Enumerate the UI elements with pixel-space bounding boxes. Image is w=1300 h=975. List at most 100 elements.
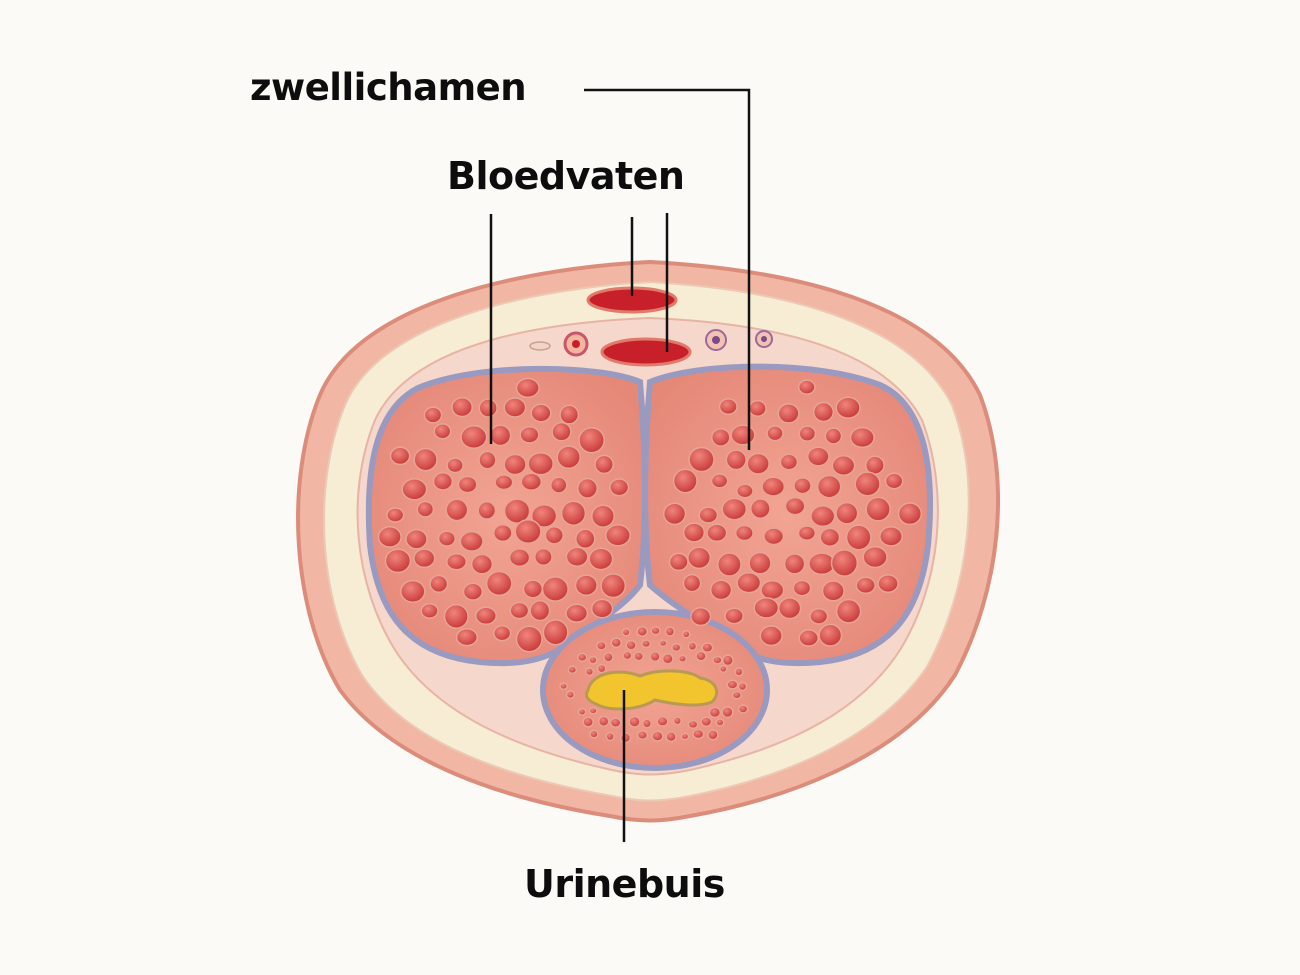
sinusoid xyxy=(460,424,488,450)
sinusoid xyxy=(706,523,728,543)
sinusoid xyxy=(515,377,540,399)
sinusoid xyxy=(567,665,578,675)
sinusoid xyxy=(559,682,568,691)
sinusoid xyxy=(577,707,587,716)
sinusoid xyxy=(687,641,698,652)
sinusoid xyxy=(721,706,734,719)
sinusoid xyxy=(855,576,876,595)
sinusoid xyxy=(589,729,599,739)
sinusoid xyxy=(688,446,715,473)
sinusoid xyxy=(520,472,543,491)
sinusoid xyxy=(700,716,713,727)
sinusoid xyxy=(783,553,806,575)
sinusoid xyxy=(662,502,687,526)
sinusoid xyxy=(514,518,542,545)
sinusoid xyxy=(734,524,754,542)
sinusoid xyxy=(731,690,742,700)
sinusoid xyxy=(530,503,558,528)
sinusoid xyxy=(761,476,786,497)
sinusoid xyxy=(515,625,543,653)
label-bloedvaten: Bloedvaten xyxy=(447,154,685,198)
sinusoid xyxy=(726,679,739,690)
sinusoid xyxy=(701,642,714,653)
sinusoid xyxy=(596,640,607,651)
sinusoid xyxy=(695,650,707,662)
sinusoid xyxy=(661,653,674,665)
sinusoid xyxy=(734,667,744,677)
sinusoid xyxy=(610,637,623,649)
sinusoid xyxy=(897,502,923,526)
sinusoid xyxy=(413,548,436,569)
sinusoid xyxy=(541,576,569,602)
sinusoid xyxy=(854,471,881,497)
sinusoid xyxy=(671,642,682,653)
sinusoid xyxy=(462,582,484,601)
sinusoid xyxy=(576,652,588,662)
sinusoid xyxy=(377,526,402,548)
sinusoid xyxy=(759,625,783,647)
sinusoid xyxy=(766,425,784,442)
sinusoid xyxy=(819,527,841,547)
sinusoid xyxy=(687,546,712,570)
sinusoid xyxy=(405,528,428,550)
sinusoid xyxy=(784,496,806,516)
sinusoid xyxy=(750,498,771,519)
sinusoid xyxy=(717,552,742,577)
sinusoid xyxy=(736,572,762,594)
sinusoid xyxy=(725,449,747,471)
sinusoid xyxy=(636,730,649,741)
sinusoid xyxy=(730,424,756,446)
sinusoid xyxy=(715,718,725,727)
sinusoid xyxy=(577,477,598,499)
sinusoid xyxy=(682,573,702,593)
sinusoid xyxy=(816,474,842,499)
sinusoid xyxy=(530,403,552,423)
sinusoid xyxy=(721,497,748,521)
sinusoid xyxy=(687,719,699,730)
sinusoid xyxy=(413,447,438,472)
sinusoid xyxy=(550,476,568,494)
sinusoid xyxy=(416,500,435,518)
sinusoid xyxy=(835,396,861,419)
sinusoid xyxy=(812,401,835,423)
sinusoid xyxy=(642,718,652,729)
sinusoid xyxy=(710,473,729,489)
sinusoid xyxy=(544,526,564,545)
sinusoid xyxy=(672,468,698,494)
sinusoid xyxy=(736,483,754,499)
sinusoid xyxy=(746,452,770,475)
sinusoid xyxy=(622,650,633,661)
sinusoid xyxy=(692,728,705,740)
sinusoid xyxy=(551,421,572,442)
sinusoid xyxy=(478,398,498,418)
sinusoid xyxy=(596,663,607,674)
sinusoid xyxy=(386,507,405,523)
sinusoid xyxy=(594,454,614,475)
sinusoid xyxy=(649,650,661,663)
sinusoid xyxy=(664,626,676,637)
sinusoid xyxy=(420,602,439,619)
sinusoid xyxy=(578,426,605,454)
sinusoid xyxy=(508,548,531,568)
sinusoid xyxy=(763,527,785,546)
sinusoid xyxy=(633,651,644,662)
sinusoid xyxy=(619,732,632,744)
sinusoid xyxy=(779,453,799,471)
sinusoid xyxy=(884,472,904,490)
sinusoid xyxy=(493,523,513,543)
sinusoid xyxy=(477,501,497,520)
sinusoid xyxy=(797,525,817,541)
sinusoid xyxy=(605,731,615,742)
sinusoid xyxy=(446,552,467,571)
sinusoid xyxy=(457,475,478,494)
sinusoid xyxy=(792,579,812,597)
small-vessel-1 xyxy=(529,341,551,351)
sinusoid xyxy=(597,715,610,727)
sinusoid xyxy=(737,704,749,714)
sinusoid xyxy=(672,716,682,726)
sinusoid xyxy=(519,425,540,444)
sinusoid xyxy=(845,524,872,551)
sinusoid xyxy=(605,524,631,547)
sinusoid xyxy=(818,623,843,647)
sinusoid xyxy=(628,715,641,728)
